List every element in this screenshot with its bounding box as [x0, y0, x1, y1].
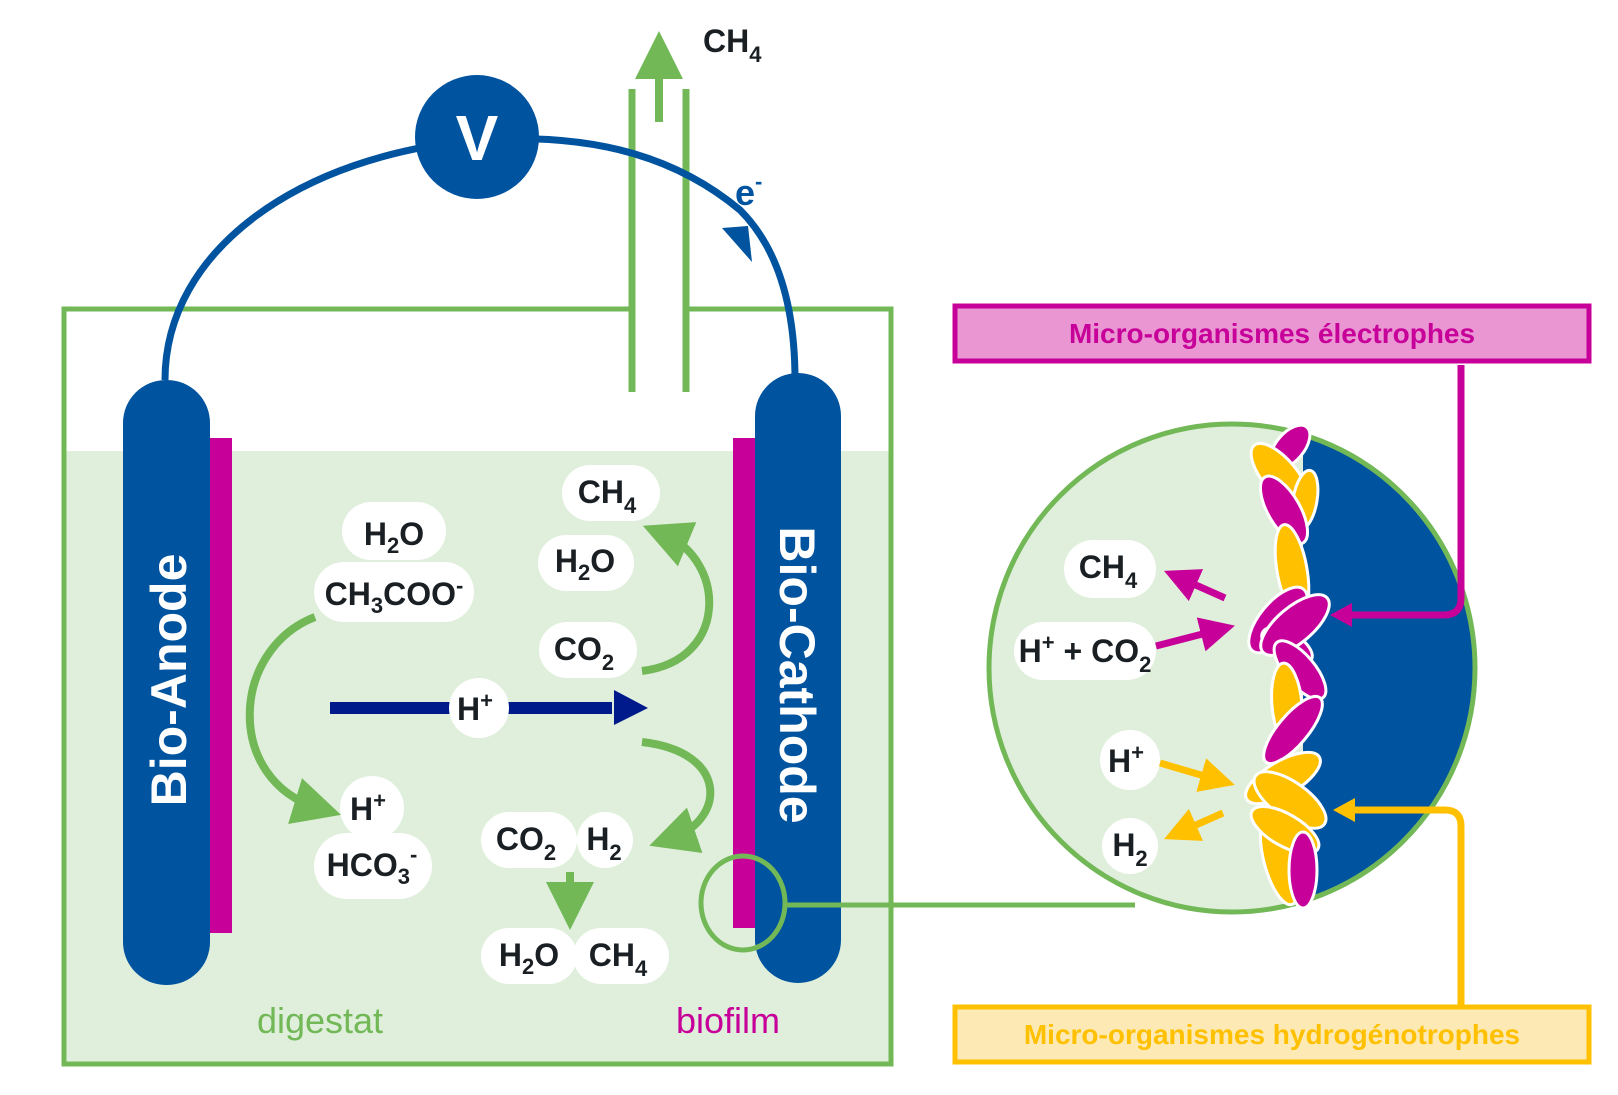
- molecule-water-bottom: H2O: [499, 937, 559, 979]
- co2-uptake-arrow: [1155, 617, 1235, 652]
- zoom-molecule-methane: CH4: [1079, 549, 1138, 593]
- zoom-focus-ring[interactable]: [698, 853, 788, 953]
- microorganism-cluster: [1244, 423, 1331, 910]
- electron-arrow-icon: [722, 226, 752, 262]
- hydrogenotrophs-box[interactable]: [952, 1004, 1592, 1065]
- circuit-wire: [161, 135, 799, 381]
- oxidation-arrow: [245, 613, 341, 825]
- molecule-proton-anode: H+: [350, 788, 386, 827]
- biofilm-label: biofilm: [676, 1000, 780, 1041]
- electrophiles-box[interactable]: [952, 303, 1592, 364]
- electrophiles-pointer: [1352, 365, 1465, 619]
- anode-biofilm: [210, 438, 232, 933]
- proton-transfer: H+: [330, 678, 648, 738]
- biofilm-zoom-view: CH4 H+ + CO2 H+ H2: [986, 421, 1478, 915]
- molecule-h2-mid: H2: [586, 821, 621, 865]
- bio-cathode: Bio-Cathode: [698, 373, 1135, 983]
- molecule-methane-bottom: CH4: [589, 937, 648, 981]
- molecule-water-anode: H2O: [364, 516, 424, 558]
- reactor-wall: [61, 306, 894, 1067]
- cathode-biofilm: [733, 438, 755, 928]
- anode-reactions: H2O CH3COO- H+ HCO3-: [245, 502, 474, 899]
- anode-label: Bio-Anode: [141, 554, 197, 807]
- molecule-co2-mid: CO2: [496, 821, 556, 865]
- cathode-label: Bio-Cathode: [769, 526, 825, 823]
- hydrogen-release-arrow: [1163, 808, 1225, 841]
- anode-body[interactable]: [123, 380, 210, 985]
- microbe-electrophile: [1258, 474, 1310, 546]
- molecule-methane-top: CH4: [578, 474, 637, 518]
- voltmeter-symbol: V: [456, 102, 499, 174]
- methanogenesis-arrow-direct: [641, 522, 713, 675]
- external-circuit: V e- CH4: [161, 23, 799, 381]
- legend-electrophiles: Micro-organismes électrophes: [952, 303, 1592, 627]
- cathode-reactions: CH4 H2O CO2 CO2 H2 H2O CH4: [481, 465, 715, 984]
- gas-outlet-label: CH4: [703, 23, 762, 67]
- molecule-co2-top: CO2: [554, 631, 614, 675]
- hydrogenotrophs-label: Micro-organismes hydrogénotrophes: [1024, 1019, 1520, 1050]
- zoom-molecule-proton-co2: H+ + CO2: [1019, 630, 1152, 677]
- microbe-electrophile: [1262, 694, 1324, 766]
- zoom-molecule-hydrogen: H2: [1112, 827, 1147, 871]
- proton-arrow-head: [614, 690, 648, 725]
- electrophiles-label: Micro-organismes électrophes: [1069, 318, 1475, 349]
- methane-release-arrow: [1164, 569, 1227, 602]
- molecule-acetate: CH3COO-: [325, 573, 464, 618]
- molecule-proton-transfer: H+: [457, 688, 493, 727]
- legend-hydrogenotrophs: Micro-organismes hydrogénotrophes: [952, 798, 1592, 1065]
- digestat-label: digestat: [257, 1000, 383, 1041]
- proton-uptake-arrow: [1159, 758, 1235, 792]
- hydrogenotrophs-pointer: [1355, 806, 1465, 1005]
- cathode-body[interactable]: [755, 373, 841, 983]
- gas-outlet-gap: [631, 300, 686, 320]
- molecule-bicarbonate: HCO3-: [327, 842, 418, 889]
- bio-anode: Bio-Anode: [123, 380, 232, 985]
- molecule-water-top: H2O: [555, 543, 615, 585]
- voltmeter[interactable]: [415, 75, 539, 199]
- microbe-electrophile: [1287, 830, 1319, 910]
- hydrogen-production-arrow: [641, 738, 715, 853]
- zoom-molecule-proton: H+: [1108, 740, 1144, 779]
- electron-label: e-: [735, 169, 762, 213]
